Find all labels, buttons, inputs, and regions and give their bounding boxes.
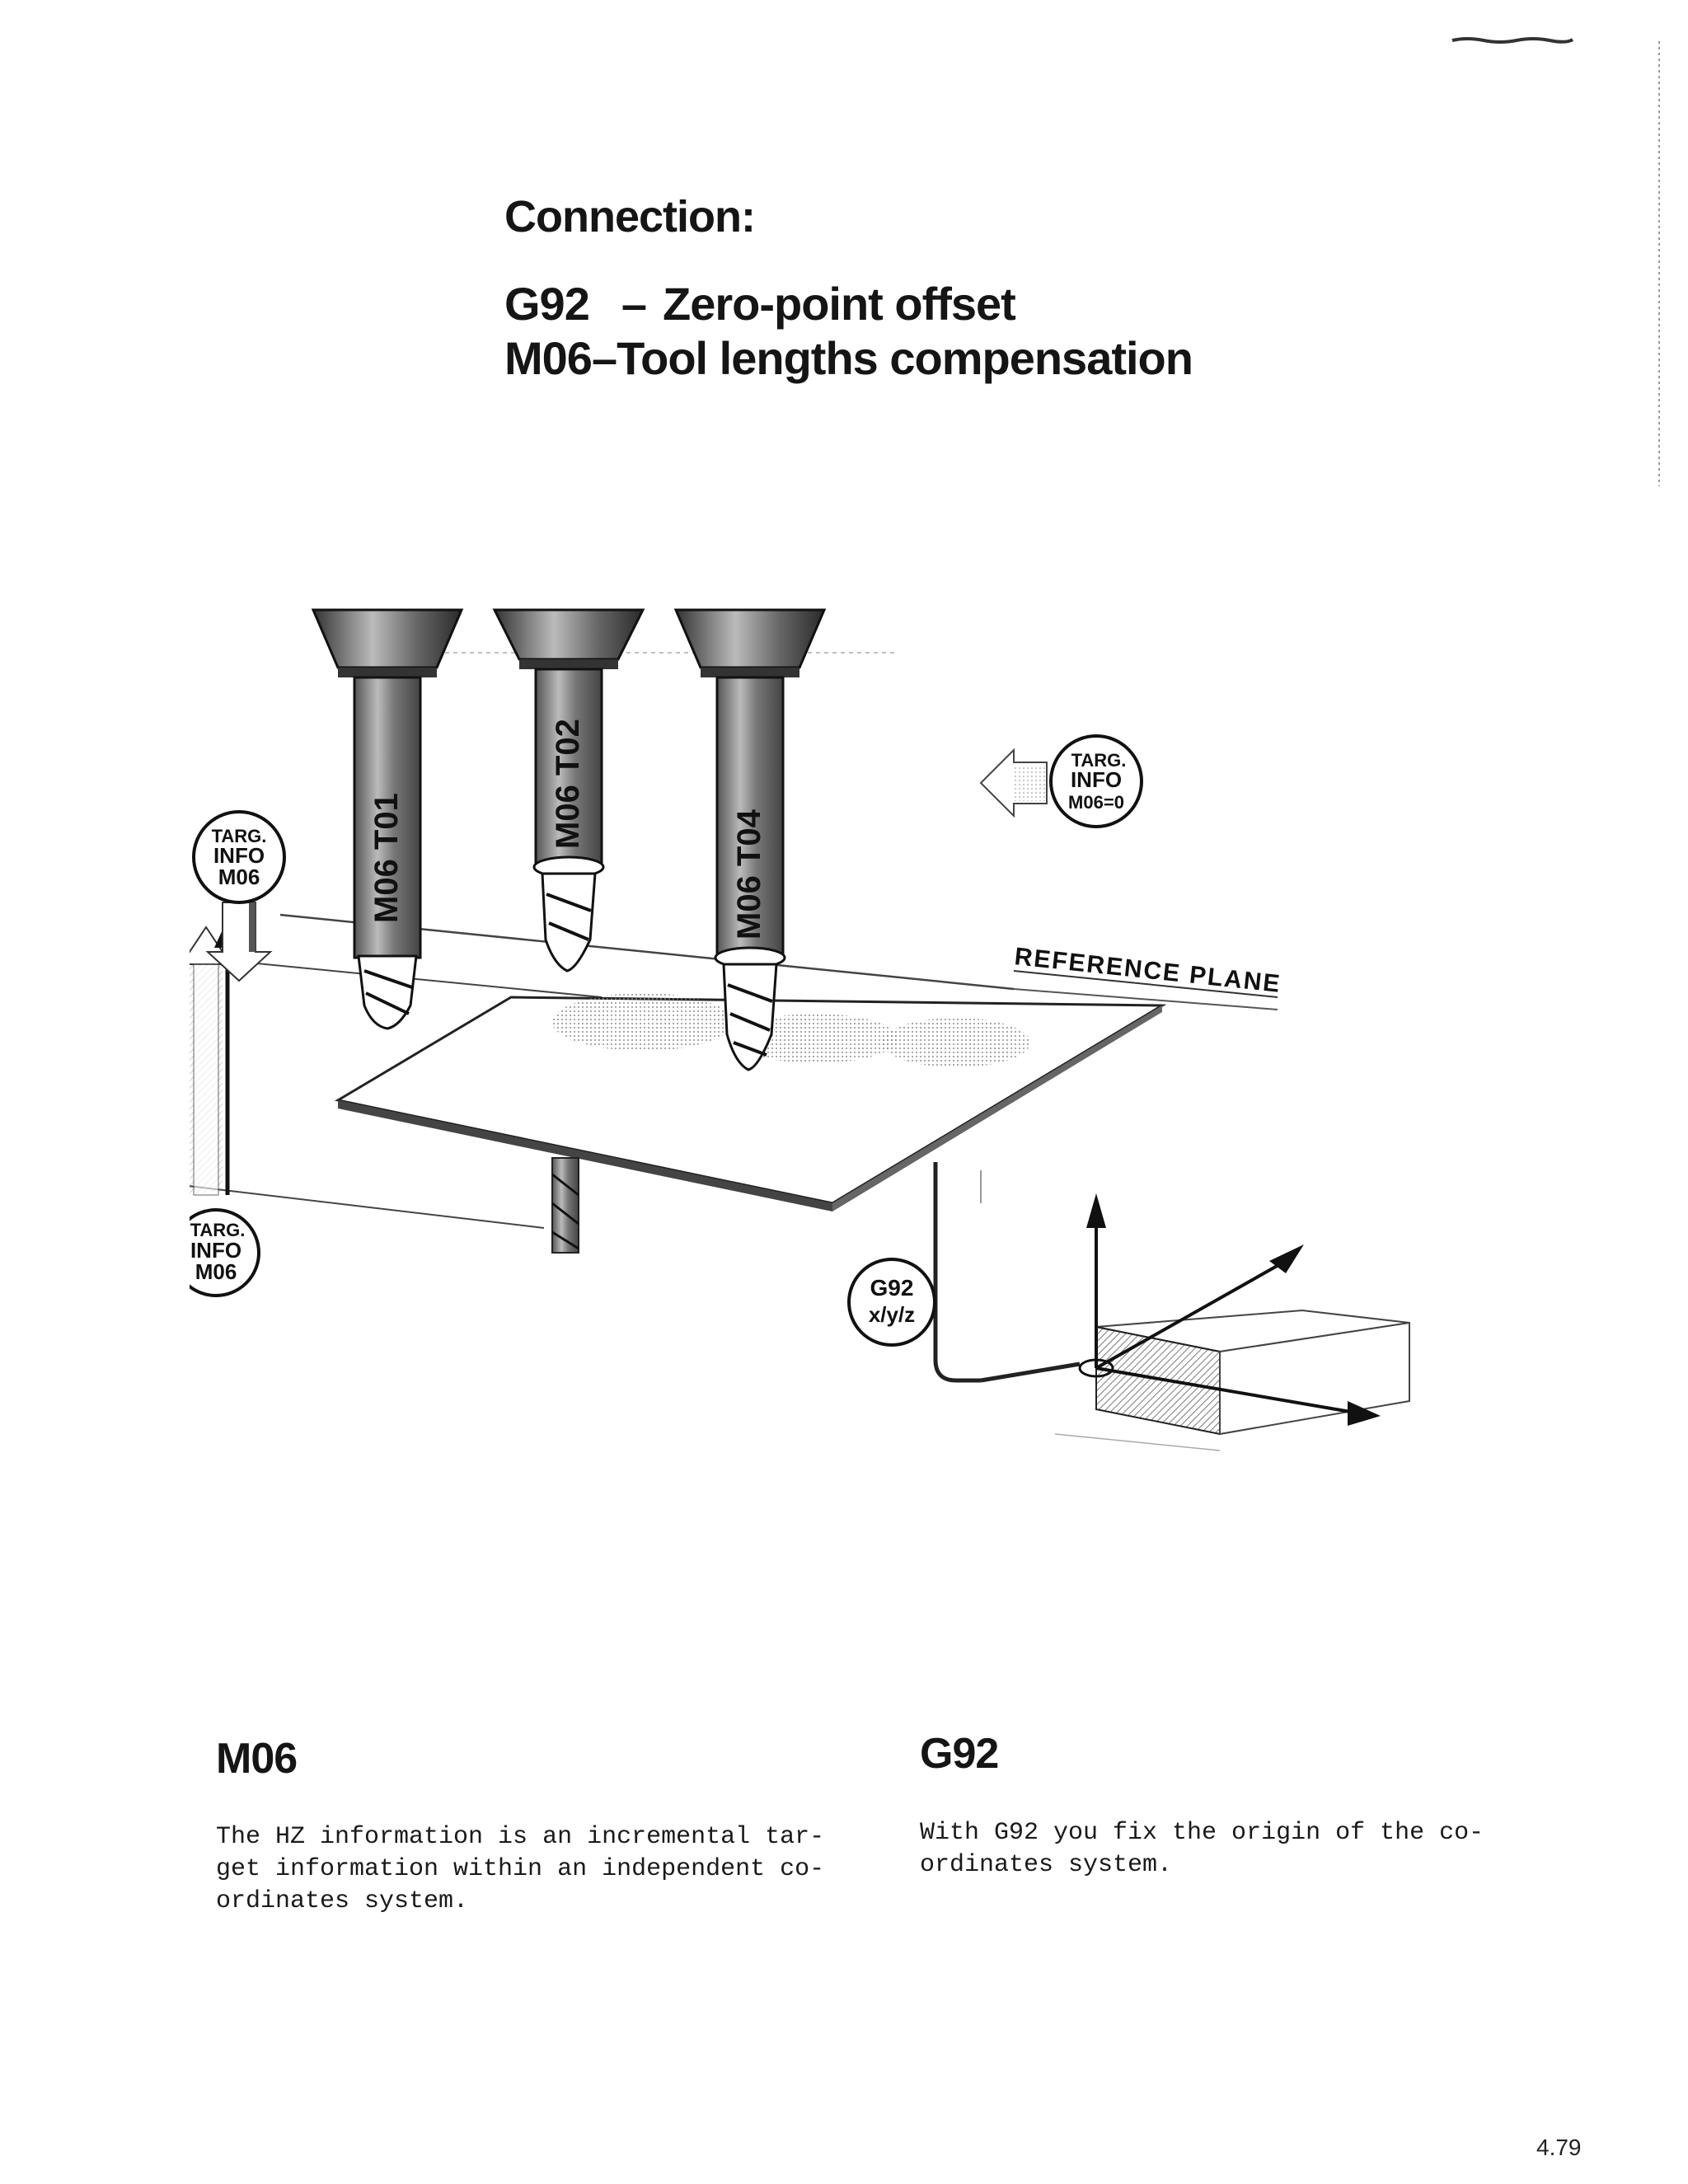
page-title: Connection: [504,192,756,241]
g92-badge: G92 x/y/z [847,1258,936,1347]
badge-line: TARG. [190,1220,246,1240]
badge-line: INFO [1071,767,1122,792]
badge-line: M06 [218,865,260,889]
heading-code: M06 [504,332,593,384]
heading-code: G92 [504,278,590,330]
badge-line: TARG. [212,826,267,846]
heading-line-g92: G92–Zero-point offset [504,277,1016,330]
targ-info-badge: TARG. INFO M06=0 [1049,734,1143,828]
g92-heading: G92 [920,1730,999,1778]
tool-label: M06 T02 [550,719,586,849]
badge-line: INFO [213,843,265,868]
page-number: 4.79 [1536,2135,1582,2160]
heading-dash: – [621,278,647,330]
heading-text: Tool lengths compensation [617,332,1193,384]
heading-dash: – [591,332,617,384]
badge-line: M06 [195,1259,237,1284]
scan-edge-mark [1657,41,1662,486]
badge-line: TARG. [1071,750,1127,771]
m06-heading: M06 [216,1735,298,1783]
scan-top-mark [1451,33,1574,44]
badge-line: x/y/z [869,1302,915,1327]
tool-label: M06 T04 [731,808,767,940]
heading-text: Zero-point offset [663,278,1016,330]
heading-line-m06: M06–Tool lengths compensation [504,331,1193,385]
badge-line: G92 [870,1275,914,1301]
tool-label: M06 T01 [368,793,405,923]
g92-description: With G92 you fix the origin of the co- o… [920,1819,1484,1879]
machining-illustration: M06 T01 M06 T02 M06 T04 REFERENCE PLANE … [171,577,1442,1516]
badge-line: INFO [190,1238,241,1263]
m06-description: The HZ information is an incremental tar… [216,1823,825,1915]
targ-info-badge: TARG. INFO M06 [192,810,286,904]
reference-plane-label: REFERENCE PLANE [1013,943,1282,998]
badge-line: M06=0 [1068,792,1124,813]
targ-info-badge: TARG. INFO M06 [171,1208,260,1297]
